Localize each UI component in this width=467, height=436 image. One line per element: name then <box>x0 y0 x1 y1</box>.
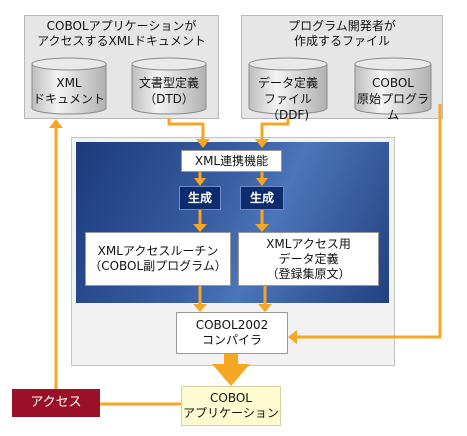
ddf-cylinder-label: データ定義 ファイル（DDF) <box>245 75 331 122</box>
dtd-label-line1: 文書型定義 <box>138 76 199 90</box>
xml-access-datadef-box: XMLアクセス用 データ定義 （登録集原文） <box>238 232 379 286</box>
arrow-compiler-to-app <box>212 354 250 386</box>
xml-documents-panel-title: COBOLアプリケーションが アクセスするXMLドキュメント <box>25 19 218 49</box>
xml-linkage-function-box: XML連携機能 <box>181 150 282 172</box>
cobol2002-compiler-box: COBOL2002 コンパイラ <box>176 312 288 354</box>
generate-badge-right: 生成 <box>240 186 284 210</box>
arrow-ddf-to-function <box>260 118 290 141</box>
dtd-cylinder <box>131 57 207 115</box>
xml-document-cylinder <box>31 57 107 115</box>
cobol-application-line1: COBOL <box>210 391 252 405</box>
developer-files-panel-title-line1: プログラム開発者が <box>288 19 396 33</box>
generate-badge-left: 生成 <box>179 186 221 210</box>
arrow-dtd-to-function <box>167 118 205 141</box>
xml-document-label-line1: XML <box>56 76 82 90</box>
xml-access-routine-line1: XMLアクセスルーチン <box>97 244 219 258</box>
generate-left-label: 生成 <box>187 191 212 205</box>
arrow-source-to-compiler <box>296 104 442 339</box>
xml-document-label-line2: ドキュメント <box>32 92 105 106</box>
generate-right-label: 生成 <box>249 191 274 205</box>
xml-access-datadef-line2: データ定義 <box>278 251 339 266</box>
xml-access-datadef-line3: （登録集原文） <box>266 266 351 281</box>
cobol-application-line2: アプリケーション <box>183 406 279 420</box>
xml-access-datadef-line1: XMLアクセス用 <box>266 236 351 251</box>
dtd-label-line2: （DTD） <box>144 92 194 106</box>
xml-documents-panel-title-line2: アクセスするXMLドキュメント <box>37 34 206 48</box>
access-label-box: アクセス <box>12 389 100 417</box>
cobol-source-cylinder-label: COBOL 原始プログラム <box>352 75 434 122</box>
xml-access-routine-line2: （COBOL副プログラム） <box>89 259 227 273</box>
compiler-line2: コンパイラ <box>201 333 262 347</box>
xml-documents-panel-title-line1: COBOLアプリケーションが <box>46 19 197 33</box>
arrow-heads <box>49 119 297 386</box>
xml-access-routine-box: XMLアクセスルーチン （COBOL副プログラム） <box>85 232 231 286</box>
developer-files-panel-title-line2: 作成するファイル <box>293 34 390 48</box>
compiler-line1: COBOL2002 <box>195 318 269 332</box>
cobol-source-cylinder <box>354 57 432 115</box>
developer-files-panel-title: プログラム開発者が 作成するファイル <box>242 19 442 49</box>
ddf-label-line1: データ定義 <box>257 76 318 90</box>
access-label: アクセス <box>30 395 82 410</box>
ddf-label-line2: ファイル（DDF) <box>263 92 312 122</box>
xml-document-cylinder-label: XML ドキュメント <box>32 75 106 109</box>
cobol-application-box: COBOL アプリケーション <box>181 386 281 426</box>
cobol-source-label-line1: COBOL <box>372 76 414 90</box>
dtd-cylinder-label: 文書型定義 （DTD） <box>128 75 210 109</box>
cobol-source-label-line2: 原始プログラム <box>356 92 429 122</box>
ddf-cylinder <box>248 57 328 115</box>
xml-linkage-function-label: XML連携機能 <box>194 153 269 168</box>
